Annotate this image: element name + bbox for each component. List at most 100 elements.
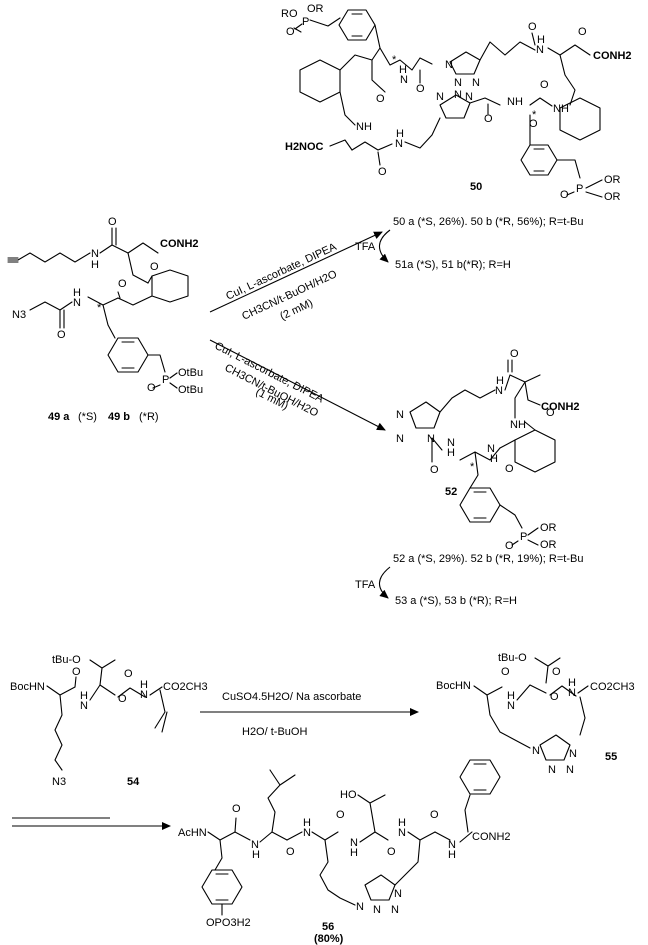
- atom-o-52c: O: [505, 463, 514, 475]
- atom-n3-54: N3: [52, 776, 66, 788]
- atom-h-55b: H: [568, 677, 576, 689]
- atom-opo3h2-56: OPO3H2: [206, 917, 251, 929]
- atom-o-54a: O: [72, 666, 81, 678]
- stereo-star-50a: *: [392, 54, 397, 66]
- benzene-ring-50b: [520, 144, 558, 176]
- compound-label-49b: 49 b: [108, 411, 130, 423]
- atom-n-50f: N: [436, 91, 444, 103]
- atom-n-49b: N: [73, 297, 81, 309]
- cyclohexane-ring-50b: [559, 97, 601, 141]
- triazole-ring-50b: [439, 94, 471, 119]
- reaction-3-reagent-top: CuSO4.5H2O/ Na ascorbate: [222, 691, 361, 703]
- atom-co2ch3-54: CO2CH3: [163, 681, 208, 693]
- compound-49-structure: N H O CONH2 O O * H N O N3 P O OtBu OtBu…: [7, 216, 203, 423]
- result-52: 52 a (*S, 29%). 52 b (*R, 19%); R=t-Bu: [393, 553, 583, 565]
- group-conh2-49: CONH2: [160, 238, 199, 250]
- tfa-arrow-1: [378, 229, 391, 263]
- stereo-star-49: *: [97, 302, 102, 314]
- atom-nh-50a: NH: [356, 121, 372, 133]
- compound-label-55: 55: [605, 751, 617, 763]
- atom-o-50f: O: [540, 79, 549, 91]
- atom-n-55b2: N: [548, 764, 556, 776]
- atom-n-50a: N: [400, 74, 408, 86]
- benzene-ring-50a: [338, 9, 376, 41]
- atom-nh-50b: NH: [553, 103, 569, 115]
- result-53: 53 a (*S), 53 b (*R); R=H: [395, 595, 517, 607]
- compound-yield-56: (80%): [314, 933, 344, 945]
- atom-n-52a: N: [495, 385, 503, 397]
- atom-n-56d: N: [398, 827, 406, 839]
- benzene-ring-56b: [201, 869, 243, 905]
- atom-h-56c: H: [350, 847, 358, 859]
- atom-o-56b: O: [286, 846, 295, 858]
- atom-n-52c: N: [447, 437, 455, 449]
- compound-55-structure: tBu-O BocHN O H N O H N O CO2CH3 N N N N…: [436, 652, 635, 776]
- atom-n-50d: N: [472, 77, 480, 89]
- atom-n-54a: N: [80, 700, 88, 712]
- atom-nh-50c: NH: [507, 96, 523, 108]
- compound-54-structure: tBu-O BocHN O H N O H N O CO2CH3 N3 54: [10, 654, 208, 788]
- atom-nh-49a: N: [91, 248, 99, 260]
- atom-o-49a: O: [108, 216, 117, 228]
- atom-n-50c: N: [454, 77, 462, 89]
- atom-h-56b: H: [303, 817, 311, 829]
- atom-h-56a: H: [252, 849, 260, 861]
- atom-h-54b: H: [140, 679, 148, 691]
- atom-or-52a: OR: [540, 522, 557, 534]
- atom-n-56b: N: [303, 827, 311, 839]
- atom-o-49e: O: [147, 382, 156, 394]
- atom-o-56e: O: [430, 809, 439, 821]
- atom-n-55d2: N: [569, 748, 577, 760]
- atom-n-50i: N: [395, 138, 403, 150]
- atom-o-50i: O: [378, 166, 387, 178]
- atom-n-56f: N: [356, 901, 364, 913]
- atom-o-50a: O: [286, 26, 295, 38]
- tfa-arrow-2: [378, 566, 391, 599]
- atom-n-52f: N: [427, 433, 435, 445]
- atom-n-55a: N: [507, 700, 515, 712]
- triazole-ring-55: [539, 734, 571, 761]
- atom-o-56c: O: [336, 809, 345, 821]
- benzene-ring-52: [459, 487, 501, 523]
- atom-o-56a: O: [232, 803, 241, 815]
- atom-conh2-56: CONH2: [472, 831, 511, 843]
- compound-label-54: 54: [127, 776, 140, 788]
- atom-n-56h: N: [391, 904, 399, 916]
- multistep-arrow: [12, 817, 171, 830]
- triazole-ring-52: [409, 401, 441, 429]
- atom-o-55b: O: [550, 691, 559, 703]
- compound-50-structure: RO OR P O H N * O N N N N H O CONH2 O O …: [281, 3, 632, 203]
- atom-n-50e: N: [536, 44, 544, 56]
- compound-56-structure: AcHN O N H O N H O N H HO O N H O N H CO…: [178, 759, 511, 945]
- result-50: 50 a (*S, 26%). 50 b (*R, 56%); R=t-Bu: [393, 216, 583, 228]
- cyclohexane-ring-52: [514, 429, 556, 473]
- atom-h-52a: H: [496, 375, 504, 387]
- atom-h-55a: H: [507, 690, 515, 702]
- atom-h-50a: H: [399, 64, 407, 76]
- atom-o-50g: O: [529, 118, 538, 130]
- atom-o-49c: O: [118, 278, 127, 290]
- atom-achn-56: AcHN: [178, 827, 207, 839]
- benzene-ring-56a: [459, 759, 501, 795]
- tfa-label-2: TFA: [355, 579, 376, 591]
- atom-o-49b: O: [150, 261, 159, 273]
- atom-or-50a: OR: [307, 3, 324, 15]
- compound-tag-49a: (*S): [78, 411, 97, 423]
- atom-o-54b: O: [118, 693, 127, 705]
- atom-o-50c: O: [528, 21, 537, 33]
- atom-bochn-55: BocHN: [436, 680, 471, 692]
- atom-h-49b: H: [73, 287, 81, 299]
- atom-h-54a: H: [80, 690, 88, 702]
- atom-o-52d: O: [430, 464, 439, 476]
- cyclohexane-ring-49: [151, 269, 189, 303]
- atom-n-52d: N: [396, 409, 404, 421]
- group-conh2-52: CONH2: [541, 401, 580, 413]
- tfa-label-1: TFA: [355, 241, 376, 253]
- atom-p-49: P: [162, 374, 169, 386]
- compound-label-56: 56: [322, 921, 334, 933]
- atom-h-50b: H: [537, 34, 545, 46]
- atom-or-52b: OR: [540, 539, 557, 551]
- atom-n-50g: N: [454, 89, 462, 101]
- cyclohexane-ring-50a: [299, 59, 341, 103]
